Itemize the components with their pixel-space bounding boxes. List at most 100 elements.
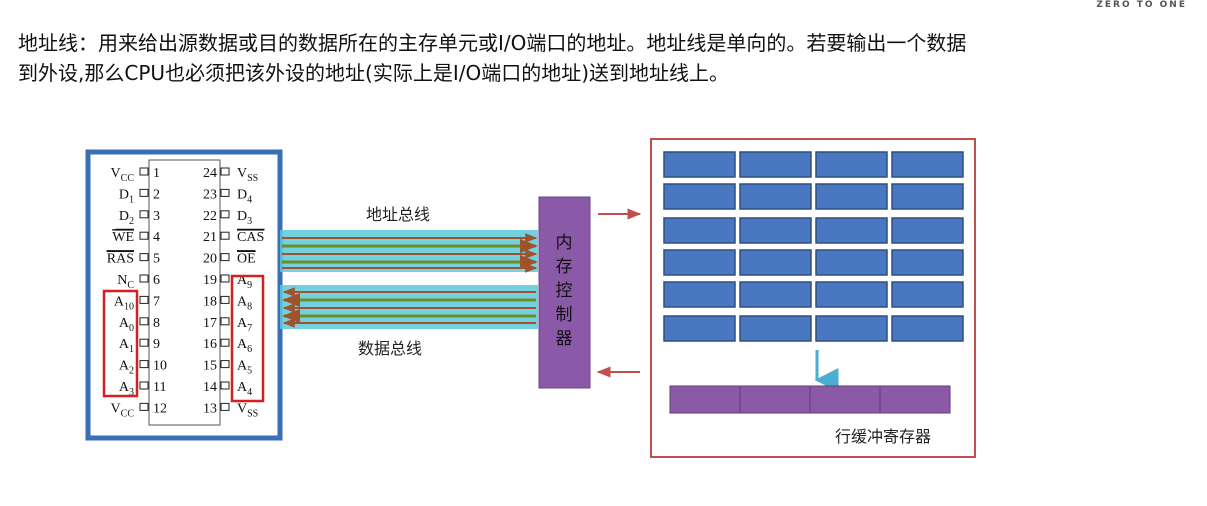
chip-pin-right-17 xyxy=(220,317,230,326)
chip-pin-left-11 xyxy=(139,381,149,390)
memory-cell xyxy=(815,183,888,210)
chip-pin-label: NC xyxy=(117,273,134,291)
chip-pin-right-21 xyxy=(220,231,230,240)
chip-pins: 1VCC2D13D24WE5RAS6NC7A108A09A110A211A312… xyxy=(106,166,265,419)
memory-controller: 内 存 控 制 器 xyxy=(538,196,591,389)
chip-pin-label: A9 xyxy=(237,273,252,291)
chip-pin-left-12 xyxy=(139,402,149,411)
chip-pin-right-24 xyxy=(220,167,230,176)
chip-pin-label: VSS xyxy=(237,401,258,419)
chip-pin-number: 2 xyxy=(153,187,160,202)
chip-pin-number: 19 xyxy=(203,273,217,288)
chip-pin-number: 1 xyxy=(153,166,160,181)
chip-pin-number: 4 xyxy=(153,230,160,245)
chip-pin-right-14 xyxy=(220,381,230,390)
chip-pin-left-10 xyxy=(139,360,149,369)
memory-cell xyxy=(891,281,964,308)
right-address-pins-highlight xyxy=(230,274,265,403)
memory-cell xyxy=(663,183,736,210)
chip-pin-number: 12 xyxy=(153,401,167,416)
memory-cell xyxy=(891,249,964,276)
row-buffer-segment xyxy=(669,385,741,414)
memory-cell xyxy=(663,249,736,276)
chip-body xyxy=(148,159,221,426)
chip-pin-left-9 xyxy=(139,338,149,347)
memory-cell xyxy=(815,217,888,244)
controller-char-1: 内 xyxy=(556,233,573,253)
controller-char-5: 器 xyxy=(556,329,573,349)
chip-pin-label: A2 xyxy=(119,359,134,377)
chip-pin-label: A7 xyxy=(237,316,252,334)
memory-cell xyxy=(739,183,812,210)
address-bus-band xyxy=(280,230,538,272)
data-bus: 数据总线 xyxy=(280,285,538,358)
chip-pin-number: 20 xyxy=(203,252,217,267)
chip-pin-label: VSS xyxy=(237,166,258,184)
chip-pin-label: OE xyxy=(237,252,256,267)
memory-cell xyxy=(739,315,812,342)
chip-pin-label: D2 xyxy=(119,209,134,227)
chip-pin-label: D1 xyxy=(119,187,134,205)
chip-pin-number: 14 xyxy=(203,380,217,395)
chip-pin-right-13 xyxy=(220,402,230,411)
chip-pin-label: A5 xyxy=(237,359,252,377)
chip-pin-number: 3 xyxy=(153,209,160,224)
row-buffer-segment xyxy=(809,385,881,414)
address-bus: 地址总线 xyxy=(280,205,538,273)
caption-line-1: 地址线：用来给出源数据或目的数据所在的主存单元或I/O端口的地址。地址线是单向的… xyxy=(18,31,967,55)
chip-pin-label: A1 xyxy=(119,337,134,355)
memory-cell xyxy=(739,249,812,276)
row-buffer-segment xyxy=(739,385,811,414)
caption-line-2: 到外设,那么CPU也必须把该外设的地址(实际上是I/O端口的地址)送到地址线上。 xyxy=(18,61,730,85)
memory-cell xyxy=(891,217,964,244)
chip-pin-label: A10 xyxy=(114,294,134,312)
chip-pin-number: 6 xyxy=(153,273,160,288)
memory-cell xyxy=(891,315,964,342)
chip-pin-label: A6 xyxy=(237,337,252,355)
chip-pin-left-1 xyxy=(139,167,149,176)
data-bus-label: 数据总线 xyxy=(358,339,422,358)
chip-pin-left-7 xyxy=(139,295,149,304)
chip-pin-right-18 xyxy=(220,295,230,304)
memory-cell xyxy=(815,315,888,342)
chip-pin-left-6 xyxy=(139,274,149,283)
address-bus-label: 地址总线 xyxy=(366,205,430,224)
chip-pin-right-20 xyxy=(220,253,230,262)
chip-pin-label: VCC xyxy=(111,401,135,419)
controller-char-2: 存 xyxy=(556,257,573,277)
chip-pin-left-5 xyxy=(139,253,149,262)
row-buffer xyxy=(669,385,951,414)
chip-pin-label: A8 xyxy=(237,294,252,312)
chip-pin-number: 16 xyxy=(203,337,217,352)
chip-pin-left-3 xyxy=(139,210,149,219)
chip-pin-label: A0 xyxy=(119,316,134,334)
chip-pin-number: 24 xyxy=(203,166,217,181)
chip-pin-number: 10 xyxy=(153,359,167,374)
chip-pin-number: 22 xyxy=(203,209,217,224)
chip-pin-number: 18 xyxy=(203,294,217,309)
memory-array-panel: 行缓冲寄存器 xyxy=(650,138,976,458)
chip-pin-left-8 xyxy=(139,317,149,326)
chip-pin-right-19 xyxy=(220,274,230,283)
memory-cell xyxy=(815,281,888,308)
memory-cell xyxy=(663,281,736,308)
memory-cell xyxy=(815,249,888,276)
chip-pin-number: 7 xyxy=(153,294,160,309)
chip-pin-left-2 xyxy=(139,188,149,197)
memory-cell xyxy=(815,151,888,178)
caption-text: 地址线：用来给出源数据或目的数据所在的主存单元或I/O端口的地址。地址线是单向的… xyxy=(18,28,1198,88)
memory-cell xyxy=(663,217,736,244)
chip-pin-left-4 xyxy=(139,231,149,240)
memory-cell xyxy=(739,151,812,178)
controller-char-3: 控 xyxy=(556,281,573,301)
memory-cell xyxy=(891,183,964,210)
controller-char-4: 制 xyxy=(556,305,573,325)
left-address-pins-highlight xyxy=(102,289,139,398)
chip-pin-number: 15 xyxy=(203,359,217,374)
controller-box xyxy=(538,196,591,389)
dram-chip-panel: 1VCC2D13D24WE5RAS6NC7A108A09A110A211A312… xyxy=(85,149,283,441)
row-buffer-label: 行缓冲寄存器 xyxy=(835,427,931,446)
chip-pin-right-23 xyxy=(220,188,230,197)
chip-pin-number: 11 xyxy=(153,380,166,395)
